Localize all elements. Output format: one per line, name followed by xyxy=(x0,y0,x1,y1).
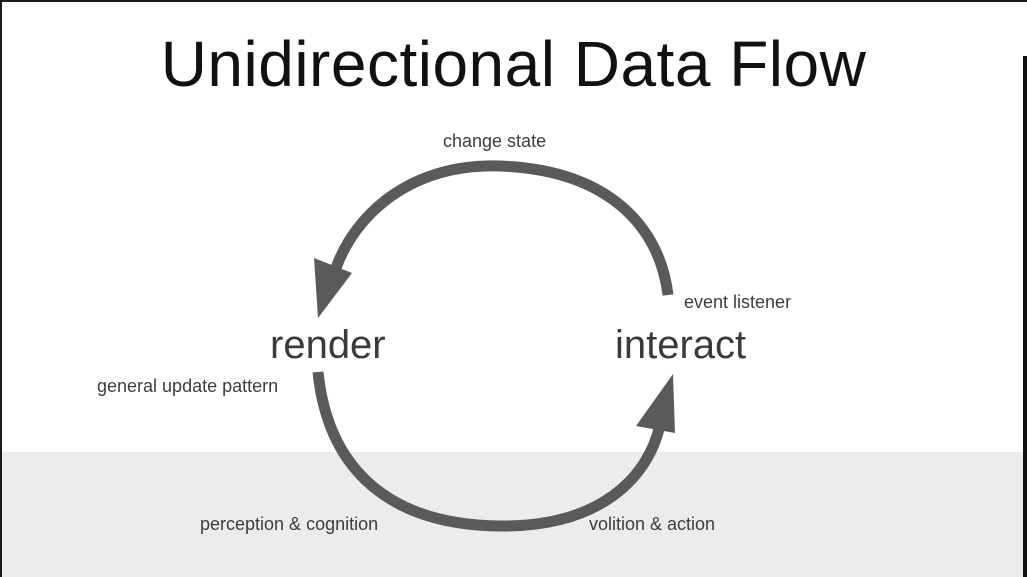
frame-border-right xyxy=(1023,56,1027,577)
frame-border-left xyxy=(0,0,2,577)
label-event-listener: event listener xyxy=(684,292,792,312)
label-change-state: change state xyxy=(443,131,547,151)
bottom-band xyxy=(0,452,1027,577)
arrow-top-arc xyxy=(330,160,674,296)
frame-border-top xyxy=(0,0,1027,2)
label-volition-action: volition & action xyxy=(589,514,716,534)
node-interact: interact xyxy=(615,323,747,367)
slide-title: Unidirectional Data Flow xyxy=(160,28,867,100)
label-perception-cognition: perception & cognition xyxy=(200,514,379,534)
arrowhead-into-interact xyxy=(636,374,675,433)
label-general-update-pattern: general update pattern xyxy=(97,376,279,396)
node-render: render xyxy=(270,323,386,367)
arrow-bottom-arc xyxy=(312,371,666,532)
arrowhead-into-render xyxy=(314,258,352,318)
